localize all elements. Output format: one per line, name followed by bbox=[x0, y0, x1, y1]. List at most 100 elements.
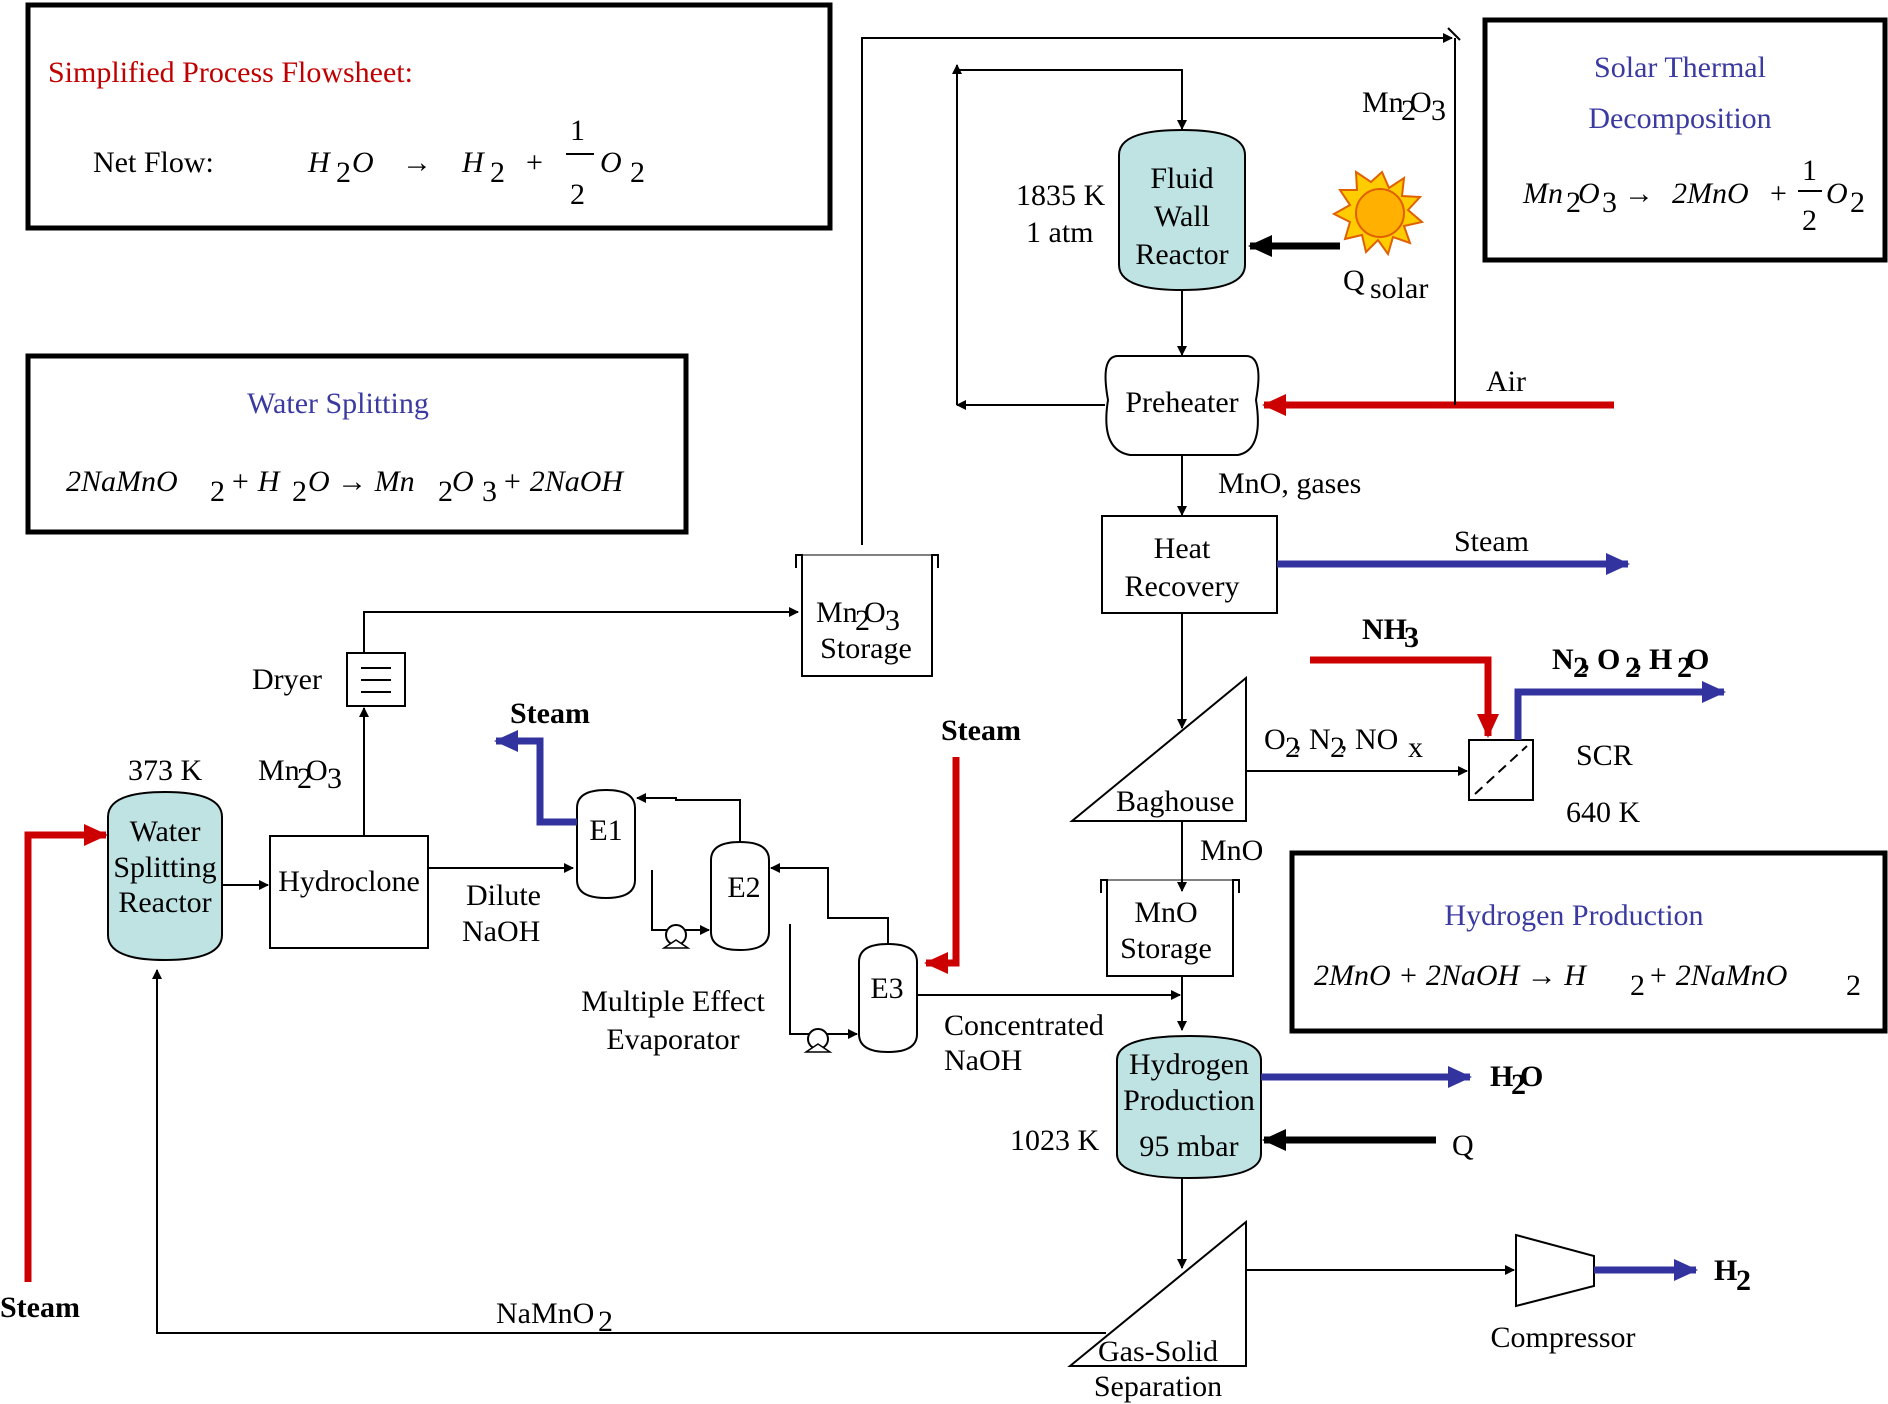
svg-text:O: O bbox=[306, 754, 328, 787]
steam-to-wsr-stream bbox=[24, 824, 108, 1282]
svg-text:O: O bbox=[600, 146, 622, 179]
svg-text:+ H: + H bbox=[230, 465, 282, 498]
svg-text:E3: E3 bbox=[870, 972, 903, 1005]
svg-text:, H: , H bbox=[1634, 643, 1672, 676]
svg-text:E1: E1 bbox=[589, 814, 622, 847]
fluid-wall-reactor: Fluid Wall Reactor bbox=[1118, 128, 1246, 292]
loop-to-fwr bbox=[957, 69, 1187, 130]
svg-text:N: N bbox=[1552, 643, 1574, 676]
heat-recovery: Heat Recovery bbox=[1101, 515, 1278, 614]
svg-text:O: O bbox=[1410, 86, 1432, 119]
steam-evap-out-label: Steam bbox=[510, 697, 590, 730]
mn2o3-return-line bbox=[861, 33, 1453, 545]
svg-text:2MnO + 2NaOH → H: 2MnO + 2NaOH → H bbox=[1314, 959, 1588, 992]
steam-out-e1-stream bbox=[494, 730, 577, 826]
svg-text:+ 2NaMnO: + 2NaMnO bbox=[1648, 959, 1787, 992]
water-splitting-box: Water Splitting 2NaMnO 2 + H 2 O → Mn 2 … bbox=[25, 353, 689, 535]
svg-text:2: 2 bbox=[1285, 731, 1300, 764]
svg-text:O: O bbox=[452, 465, 474, 498]
sun-icon bbox=[1331, 170, 1425, 257]
svg-text:Recovery: Recovery bbox=[1125, 570, 1240, 603]
h2-prod-temperature: 1023 K bbox=[1010, 1124, 1100, 1157]
title-box: Simplified Process Flowsheet: Net Flow: … bbox=[25, 2, 833, 231]
svg-text:2: 2 bbox=[490, 156, 505, 189]
conc-naoh-1: Concentrated bbox=[944, 1009, 1104, 1042]
scr-unit bbox=[1468, 739, 1534, 801]
svg-text:2: 2 bbox=[292, 475, 307, 508]
h2-product-label: H 2 bbox=[1714, 1254, 1751, 1297]
mn2o3-storage: Mn 2 O 3 Storage bbox=[795, 554, 939, 677]
svg-text:H: H bbox=[1714, 1254, 1737, 1287]
mno-label: MnO bbox=[1200, 834, 1263, 867]
hydrogen-production-equation: 2MnO + 2NaOH → H 2 + 2NaMnO 2 bbox=[1314, 959, 1861, 1002]
svg-text:2: 2 bbox=[1511, 1068, 1526, 1101]
svg-text:3: 3 bbox=[327, 762, 342, 795]
e1-liquid-to-e2 bbox=[651, 870, 676, 931]
mno-gases-label: MnO, gases bbox=[1218, 467, 1361, 500]
preheater: Preheater bbox=[1104, 355, 1260, 456]
svg-text:2: 2 bbox=[1330, 731, 1345, 764]
svg-text:Mn: Mn bbox=[1522, 177, 1563, 210]
solar-thermal-box: Solar Thermal Decomposition Mn 2 O 3 → 2… bbox=[1482, 17, 1888, 263]
evaporator-e1: E1 bbox=[576, 788, 636, 900]
gas-solid-separator: Gas-Solid bbox=[1067, 1219, 1247, 1368]
svg-text:+ 2NaOH: + 2NaOH bbox=[502, 465, 625, 498]
svg-text:2: 2 bbox=[210, 475, 225, 508]
svg-text:2: 2 bbox=[1566, 186, 1581, 219]
namno2-return-line bbox=[152, 969, 1106, 1334]
flowsheet-title: Simplified Process Flowsheet: bbox=[48, 56, 413, 89]
svg-text:2: 2 bbox=[570, 178, 585, 211]
svg-text:O: O bbox=[352, 146, 374, 179]
steam-left-label: Steam bbox=[0, 1291, 80, 1324]
svg-text:→: → bbox=[402, 146, 432, 179]
dryer-to-mn2o3-storage bbox=[363, 607, 799, 653]
svg-text:2: 2 bbox=[438, 475, 453, 508]
e2-vapor-to-e1 bbox=[636, 793, 741, 842]
svg-text:3: 3 bbox=[1404, 621, 1419, 654]
wsr-temperature: 373 K bbox=[128, 754, 203, 787]
svg-text:Baghouse: Baghouse bbox=[1116, 785, 1234, 818]
svg-text:3: 3 bbox=[1431, 94, 1446, 127]
solar-equation: Mn 2 O 3 → 2MnO + 1 2 O 2 bbox=[1522, 154, 1865, 237]
water-splitting-equation: 2NaMnO 2 + H 2 O → Mn 2 O 3 + 2NaOH bbox=[66, 465, 625, 508]
svg-text:2: 2 bbox=[1736, 1264, 1751, 1297]
svg-text:Storage: Storage bbox=[820, 632, 912, 665]
water-splitting-reactor: Water Splitting Reactor bbox=[107, 790, 223, 962]
namno2-label: NaMnO 2 bbox=[496, 1297, 613, 1338]
air-label: Air bbox=[1486, 365, 1526, 398]
svg-text:Hydroclone: Hydroclone bbox=[278, 865, 420, 898]
svg-text:3: 3 bbox=[1602, 186, 1617, 219]
svg-text:2: 2 bbox=[1846, 969, 1861, 1002]
dryer-label: Dryer bbox=[252, 663, 322, 696]
scr-label: SCR bbox=[1576, 739, 1633, 772]
steam-hr-label: Steam bbox=[1454, 525, 1529, 558]
e3-vapor-to-e2 bbox=[770, 863, 889, 944]
pump-icon-1 bbox=[661, 924, 691, 949]
svg-text:O: O bbox=[1686, 643, 1709, 676]
svg-text:O: O bbox=[1520, 1060, 1543, 1093]
svg-text:, N: , N bbox=[1294, 723, 1331, 756]
svg-text:Mn: Mn bbox=[258, 754, 300, 787]
svg-text:Reactor: Reactor bbox=[118, 886, 211, 919]
evaporator-e2: E2 bbox=[710, 840, 770, 952]
svg-text:2: 2 bbox=[598, 1305, 613, 1338]
nh3-stream bbox=[1310, 656, 1499, 738]
svg-text:E2: E2 bbox=[727, 871, 760, 904]
svg-text:O: O bbox=[1826, 177, 1848, 210]
svg-text:Production: Production bbox=[1123, 1084, 1255, 1117]
svg-text:+: + bbox=[1770, 177, 1787, 210]
q-solar-sub: solar bbox=[1370, 272, 1428, 305]
hydrogen-production-reactor: Hydrogen Production 95 mbar bbox=[1116, 1034, 1262, 1180]
svg-text:+: + bbox=[526, 146, 543, 179]
mee-label-2: Evaporator bbox=[606, 1023, 739, 1056]
hydrogen-production-box: Hydrogen Production 2MnO + 2NaOH → H 2 +… bbox=[1289, 850, 1888, 1034]
svg-text:H: H bbox=[307, 146, 332, 179]
svg-text:O → Mn: O → Mn bbox=[308, 465, 415, 498]
svg-text:x: x bbox=[1408, 731, 1423, 764]
svg-text:3: 3 bbox=[885, 604, 900, 637]
compressor-label: Compressor bbox=[1491, 1321, 1636, 1354]
svg-text:2MnO: 2MnO bbox=[1672, 177, 1749, 210]
dilute-naoh-1: Dilute bbox=[466, 879, 541, 912]
svg-text:→: → bbox=[1624, 177, 1654, 210]
